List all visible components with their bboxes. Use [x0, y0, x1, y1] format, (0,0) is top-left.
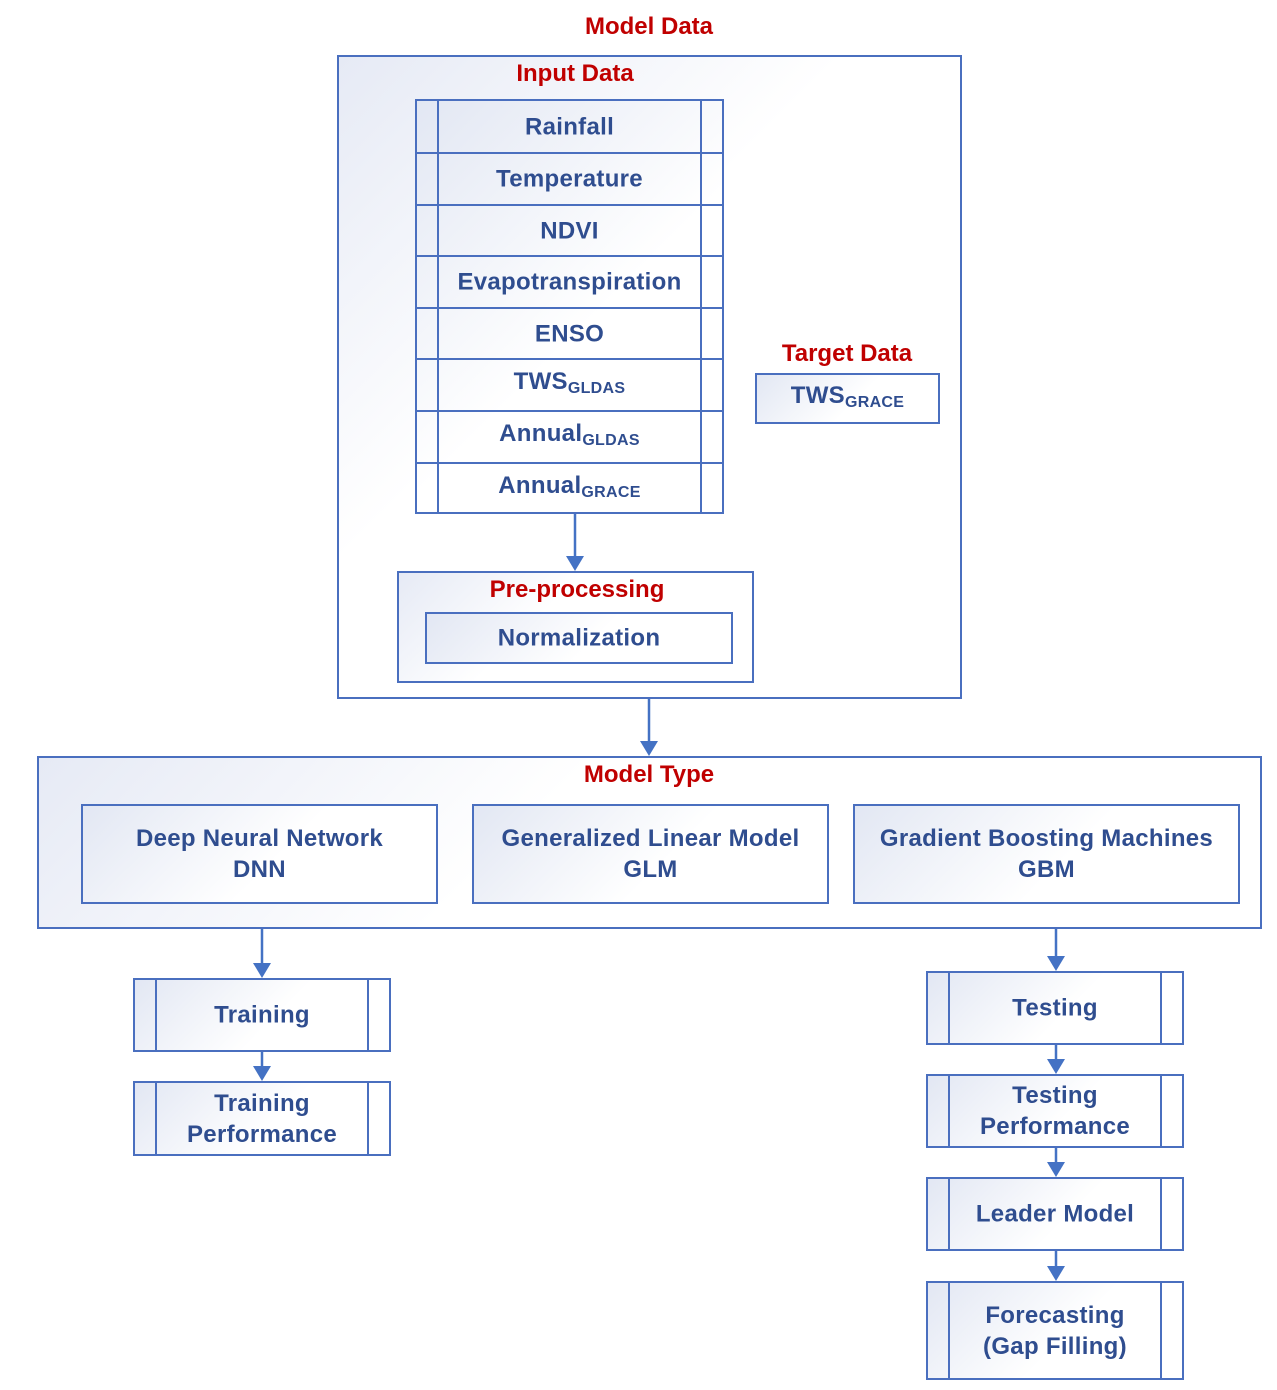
input-item-label: Rainfall	[524, 113, 615, 141]
arrowhead	[1047, 1059, 1065, 1074]
normalization-label: Normalization	[497, 624, 661, 652]
testing-performance-line2: Performance	[979, 1113, 1131, 1140]
input-item-subscript: GLDAS	[567, 380, 626, 397]
input-item-annual-grace: AnnualGRACE	[417, 462, 722, 514]
model-abbr: DNN	[233, 856, 286, 883]
target-subscript: GRACE	[844, 393, 905, 411]
input-item-evapotranspiration: Evapotranspiration	[417, 255, 722, 307]
arrowhead	[1047, 956, 1065, 971]
model-name: Gradient Boosting Machines	[879, 825, 1214, 852]
model-name: Deep Neural Network	[135, 825, 384, 852]
input-item-label: Temperature	[496, 165, 643, 193]
target-label: TWS	[790, 381, 845, 409]
target-data-label: Target Data	[781, 340, 913, 367]
forecasting-box: Forecasting (Gap Filling)	[926, 1281, 1184, 1380]
input-item-label: Annual	[499, 420, 583, 447]
training-box: Training	[133, 978, 391, 1052]
normalization-box: Normalization	[425, 612, 733, 664]
input-item-temperature: Temperature	[417, 152, 722, 204]
input-item-ndvi: NDVI	[417, 204, 722, 256]
arrowhead	[253, 1066, 271, 1081]
arrowhead	[1047, 1266, 1065, 1281]
input-item-subscript: GLDAS	[582, 432, 640, 449]
model-abbr: GBM	[1018, 856, 1075, 883]
input-item-tws-gldas: TWSGLDAS	[417, 358, 722, 410]
training-performance-line1: Training	[214, 1089, 310, 1117]
leader-model-label: Leader Model	[975, 1200, 1135, 1228]
model-name: Generalized Linear Model	[501, 825, 800, 852]
target-data-box: TWSGRACE	[755, 373, 940, 424]
model-data-title: Model Data	[584, 13, 714, 40]
model-abbr: GLM	[623, 856, 678, 883]
input-item-label: NDVI	[540, 217, 599, 245]
leader-model-box: Leader Model	[926, 1177, 1184, 1251]
input-item-label: TWS	[513, 368, 568, 395]
training-performance-line2: Performance	[186, 1120, 338, 1148]
preprocessing-label: Pre-processing	[489, 576, 665, 603]
testing-box: Testing	[926, 971, 1184, 1045]
input-item-label: ENSO	[534, 320, 605, 348]
input-item-label: Annual	[498, 472, 582, 499]
input-item-annual-gldas: AnnualGLDAS	[417, 410, 722, 462]
testing-performance-line1: Testing	[1012, 1082, 1098, 1109]
model-type-label: Model Type	[583, 761, 715, 788]
input-item-subscript: GRACE	[581, 484, 641, 501]
input-data-label: Input Data	[516, 60, 634, 87]
training-label: Training	[214, 1001, 310, 1029]
forecasting-line2: (Gap Filling)	[983, 1332, 1127, 1360]
arrowhead	[1047, 1162, 1065, 1177]
forecasting-line1: Forecasting	[985, 1301, 1125, 1329]
input-item-enso: ENSO	[417, 307, 722, 359]
arrowhead	[566, 556, 584, 571]
input-item-label: Evapotranspiration	[457, 268, 682, 296]
arrowhead	[640, 741, 658, 756]
input-item-rainfall: Rainfall	[417, 101, 722, 153]
input-data-list: Rainfall Temperature NDVI Evapotranspira…	[415, 99, 724, 514]
arrowhead	[253, 963, 271, 978]
testing-label: Testing	[1012, 994, 1098, 1022]
